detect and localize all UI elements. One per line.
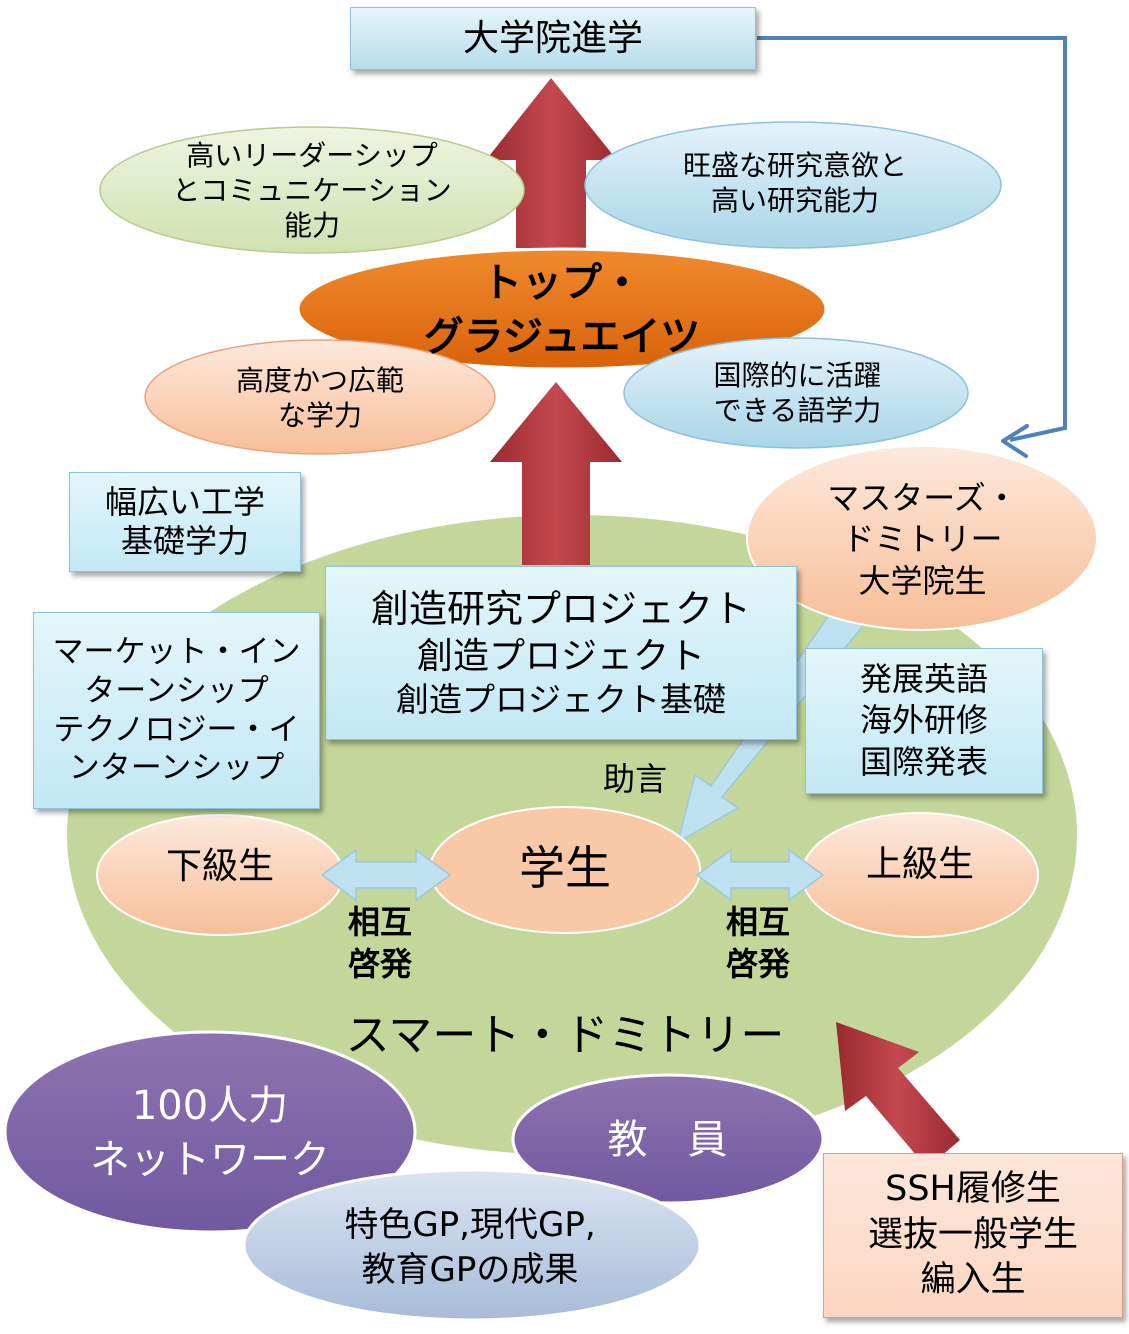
mutual-left-label: 相互 啓発 [325, 898, 435, 990]
internships-line-4: ンターンシップ [68, 750, 285, 787]
gp-results-oval [242, 1168, 702, 1322]
smart-dormitory-label: スマート・ドミトリー [330, 1003, 800, 1067]
ssh-arrow [836, 1022, 960, 1168]
graduate-school-label: 大学院進学 [462, 17, 643, 59]
faculty-text: 教 員 [607, 1117, 728, 1163]
academic-ability-text: 高度かつ広範 な学力 [150, 355, 490, 440]
upward-arrow-middle [490, 382, 622, 565]
graduate-feedback-line [757, 36, 1067, 442]
network-oval [3, 1030, 417, 1234]
smart-dormitory-text: スマート・ドミトリー [345, 1009, 785, 1061]
mutual-right-line-1: 相互 [725, 903, 790, 942]
language-ability-text: 国際的に活躍 できる語学力 [630, 352, 965, 434]
leadership-line-3: 能力 [283, 208, 340, 242]
mutual-arrow-left [320, 848, 452, 902]
faculty-label: 教 員 [545, 1110, 790, 1170]
student-text: 学生 [519, 841, 611, 896]
advice-text: 助言 [602, 760, 667, 798]
gp-results-line-1: 特色GP,現代GP, [344, 1205, 596, 1246]
mutual-left-line-1: 相互 [347, 903, 412, 942]
academic-ability-line-2: な学力 [277, 398, 362, 432]
advice-label: 助言 [585, 758, 685, 800]
engineering-basics-line-1: 幅広い工学 [104, 482, 265, 521]
mutual-right-line-2: 啓発 [725, 945, 790, 983]
research-text: 旺盛な研究意欲と 高い研究能力 [600, 138, 990, 228]
senior-label: 上級生 [820, 838, 1020, 890]
creative-projects-line-2: 創造プロジェクト [416, 635, 705, 677]
masters-dormitory-oval [746, 445, 1098, 631]
network-line-1: 100人力 [131, 1082, 289, 1129]
top-graduates-line-2: グラジュエイツ [423, 314, 701, 360]
network-label: 100人力 ネットワーク [40, 1070, 380, 1195]
engineering-basics-box: 幅広い工学 基礎学力 [69, 472, 301, 572]
language-ability-oval [623, 337, 969, 449]
network-line-2: ネットワーク [90, 1136, 330, 1183]
top-graduates-text: トップ・ グラジュエイツ [300, 250, 824, 370]
language-ability-line-2: できる語学力 [713, 394, 882, 427]
ssh-students-line-3: 編入生 [920, 1260, 1026, 1301]
engineering-basics-line-2: 基礎学力 [120, 522, 249, 560]
internships-box: マーケット・イン ターンシップ テクノロジー・イ ンターンシップ [33, 612, 320, 809]
research-oval [584, 121, 1002, 249]
mutual-arrow-right [695, 848, 825, 902]
mutual-left-line-2: 啓発 [347, 945, 412, 983]
academic-ability-line-1: 高度かつ広範 [235, 363, 404, 397]
junior-text: 下級生 [165, 845, 274, 887]
leadership-line-2: とコミュニケーション [172, 173, 452, 207]
research-line-2: 高い研究能力 [710, 184, 879, 217]
creative-projects-line-1: 創造研究プロジェクト [370, 587, 751, 632]
junior-label: 下級生 [120, 840, 320, 892]
language-ability-line-1: 国際的に活躍 [713, 359, 882, 392]
english-programs-line-1: 発展英語 [859, 659, 988, 698]
graduate-feedback-arrowhead [1001, 424, 1029, 458]
english-programs-line-3: 国際発表 [859, 742, 988, 781]
masters-dormitory-line-1: マスターズ・ [827, 478, 1018, 517]
top-graduates-line-1: トップ・ [482, 260, 642, 306]
creative-projects-line-3: 創造プロジェクト基礎 [396, 679, 726, 719]
ssh-students-line-2: 選抜一般学生 [867, 1214, 1078, 1255]
english-programs-line-2: 海外研修 [859, 701, 988, 740]
upward-arrow-top [486, 78, 617, 248]
leadership-oval [99, 126, 525, 254]
senior-text: 上級生 [865, 843, 974, 885]
creative-projects-box: 創造研究プロジェクト 創造プロジェクト 創造プロジェクト基礎 [325, 566, 797, 740]
student-label: 学生 [460, 838, 670, 900]
masters-dormitory-line-3: 大学院生 [858, 561, 987, 600]
leadership-text: 高いリーダーシップ とコミュニケーション 能力 [112, 125, 512, 255]
gp-results-label: 特色GP,現代GP, 教育GPの成果 [270, 1200, 670, 1295]
gp-results-line-2: 教育GPの成果 [361, 1249, 579, 1290]
internships-line-3: テクノロジー・イ [53, 711, 300, 748]
top-graduates-oval [296, 247, 828, 371]
ssh-students-line-1: SSH履修生 [885, 1169, 1061, 1210]
mutual-right-label: 相互 啓発 [703, 898, 813, 990]
masters-dormitory-line-2: ドミトリー [842, 520, 1003, 559]
masters-dormitory-text: マスターズ・ ドミトリー 大学院生 [760, 470, 1085, 610]
internships-line-1: マーケット・イン [52, 634, 301, 670]
ssh-students-box: SSH履修生 選抜一般学生 編入生 [823, 1153, 1123, 1318]
leadership-line-1: 高いリーダーシップ [186, 138, 438, 172]
faculty-oval [511, 1073, 825, 1205]
internships-line-2: ターンシップ [84, 672, 269, 709]
academic-ability-oval [144, 339, 496, 455]
research-line-1: 旺盛な研究意欲と [682, 149, 907, 182]
english-programs-box: 発展英語 海外研修 国際発表 [805, 648, 1043, 794]
graduate-school-box: 大学院進学 [350, 7, 756, 70]
